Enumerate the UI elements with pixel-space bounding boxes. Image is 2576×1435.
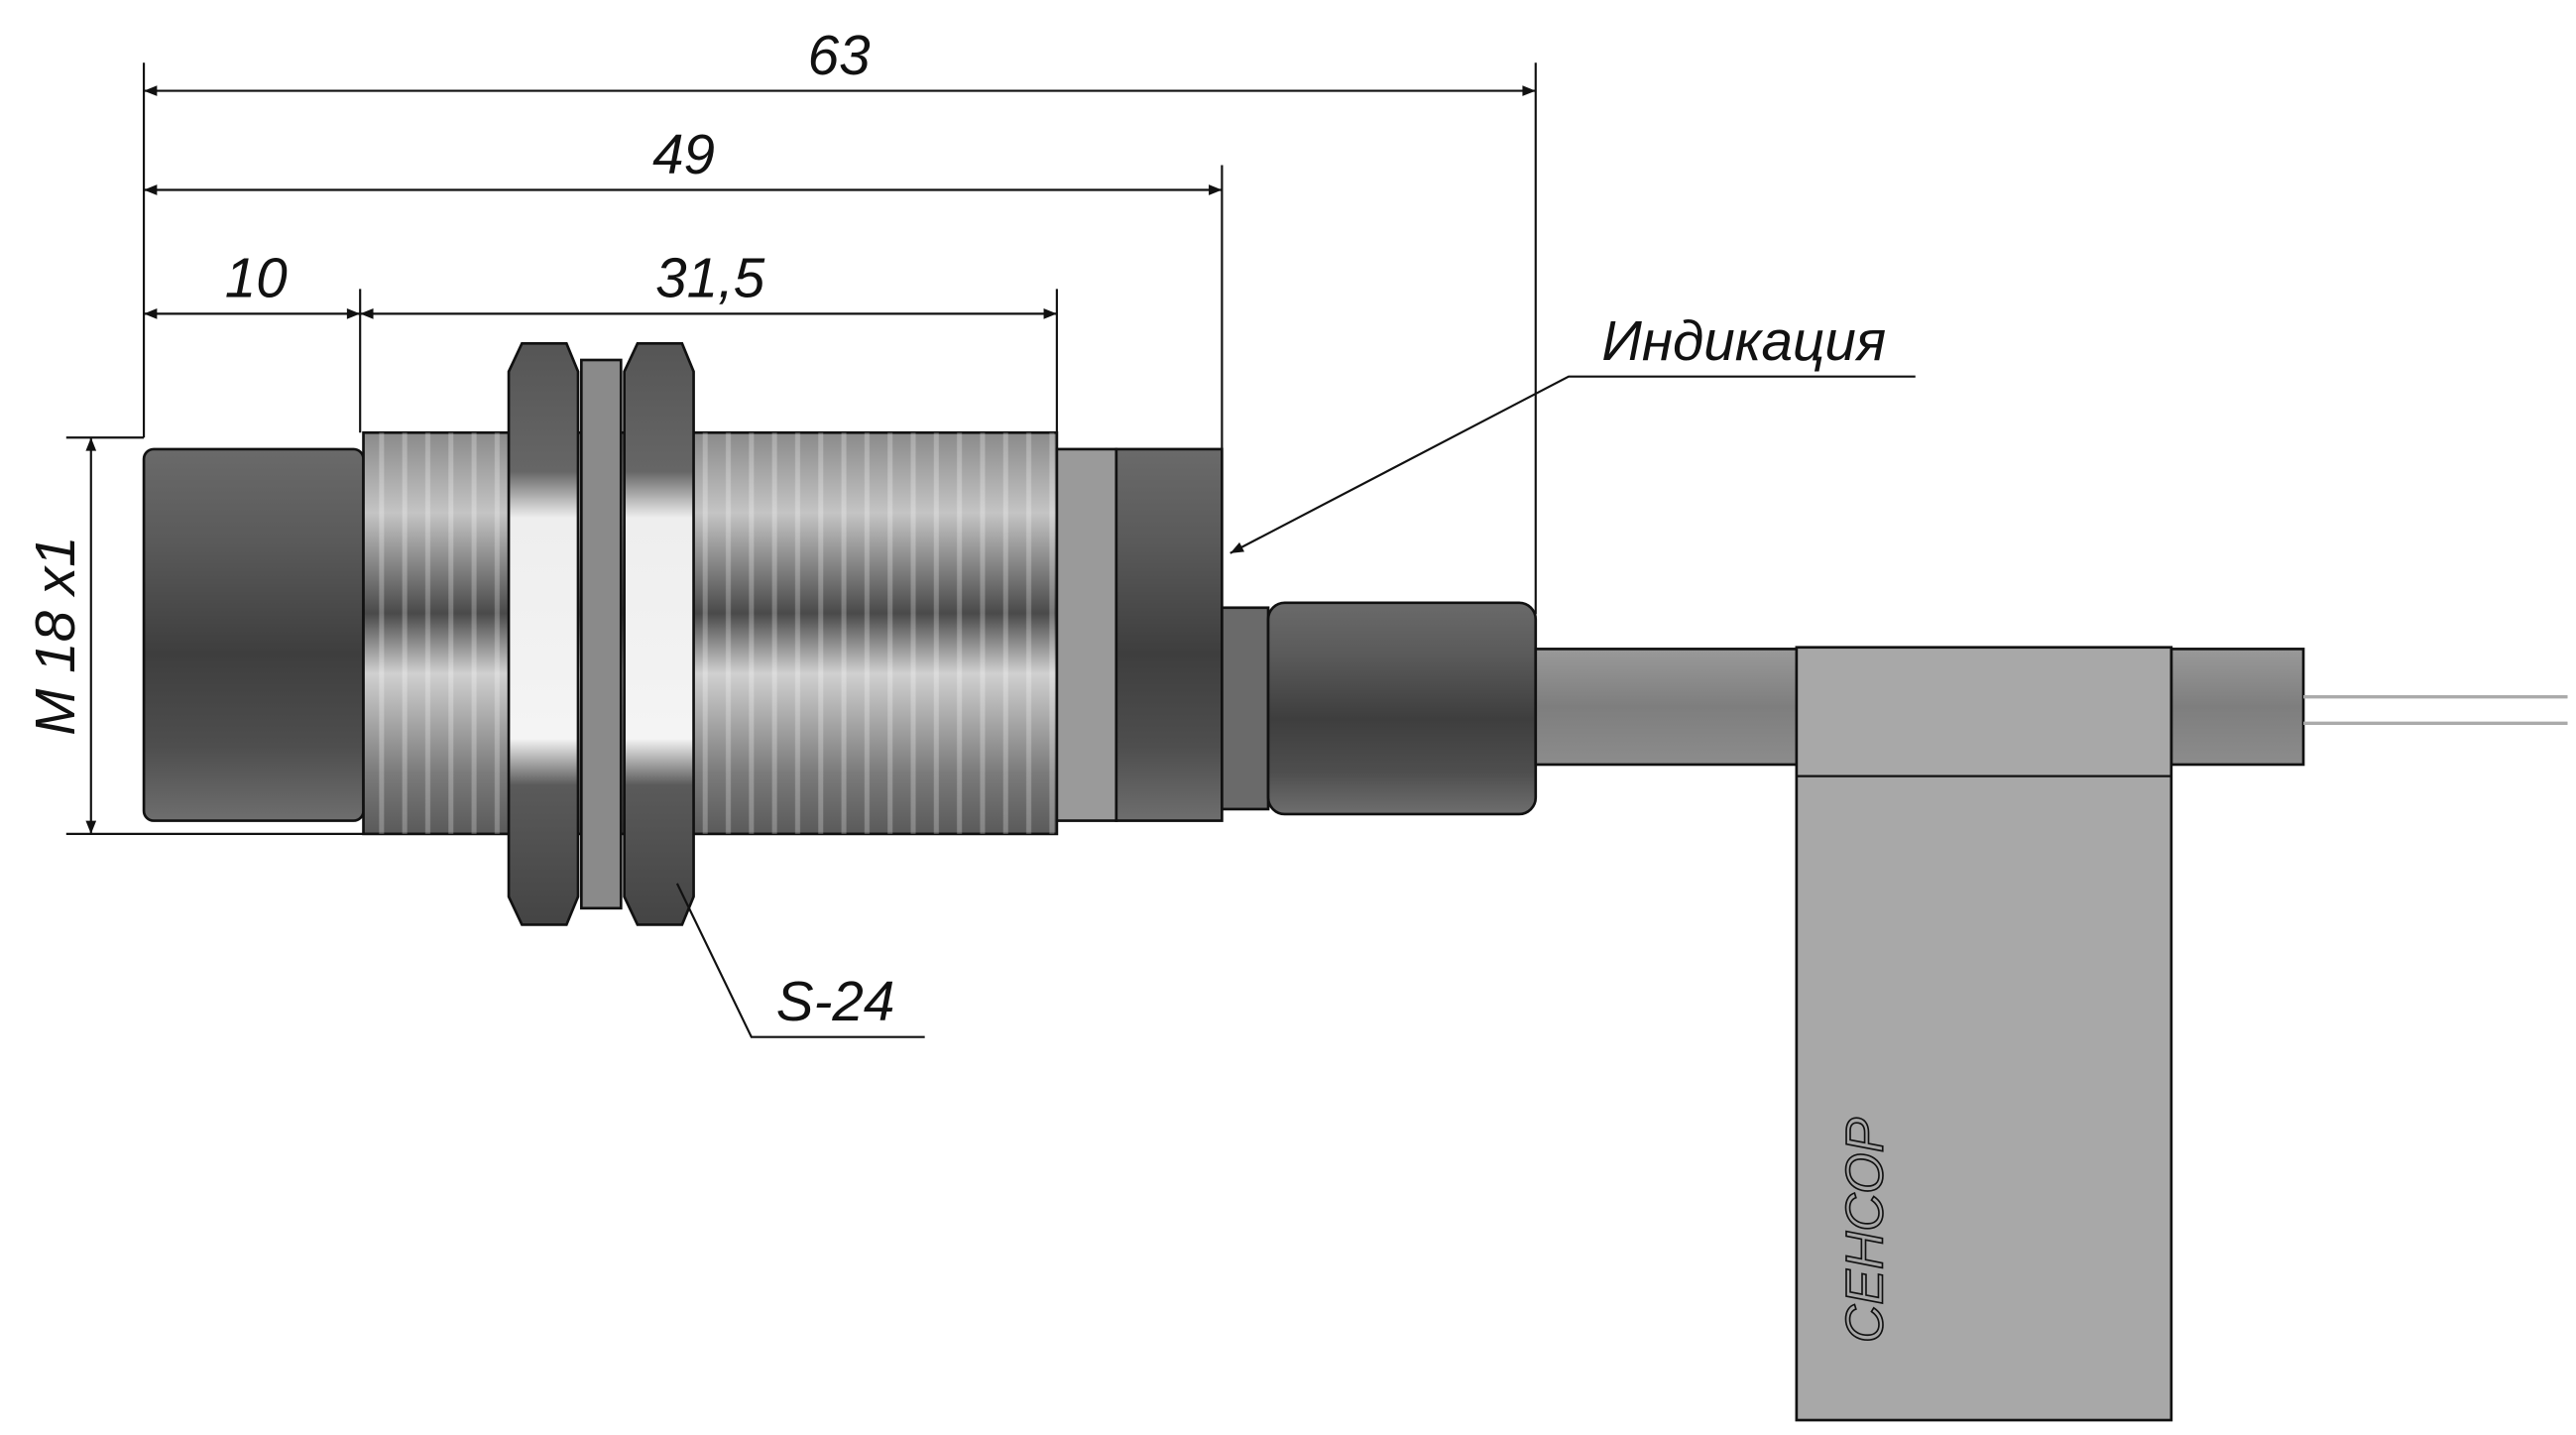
indication-callout: Индикация	[1229, 309, 1916, 554]
dimension-10: 10	[144, 247, 361, 319]
cable-label-tag: СЕНСОР	[1795, 646, 2173, 1422]
dimension-thread-label: M 18 x1	[24, 536, 86, 735]
nut-size-callout: S-24	[675, 883, 925, 1038]
brand-label: СЕНСОР	[1835, 1117, 1894, 1343]
lock-nut-right	[623, 342, 695, 926]
cable	[1534, 648, 2568, 767]
extension-lines	[65, 62, 1537, 835]
dimension-31-5: 31,5	[360, 247, 1057, 319]
nut-size-label: S-24	[776, 970, 895, 1032]
dimension-49: 49	[144, 123, 1223, 195]
dimension-10-label: 10	[225, 247, 288, 309]
indication-label: Индикация	[1601, 309, 1886, 372]
washer	[579, 358, 623, 910]
dimension-thread: M 18 x1	[24, 437, 97, 834]
dimension-63-label: 63	[808, 24, 871, 86]
dimension-31-5-label: 31,5	[655, 247, 765, 309]
dimension-49-label: 49	[652, 123, 715, 185]
lock-nut-left	[507, 342, 580, 926]
sensor-body	[142, 430, 1538, 836]
dimension-63: 63	[144, 24, 1536, 96]
